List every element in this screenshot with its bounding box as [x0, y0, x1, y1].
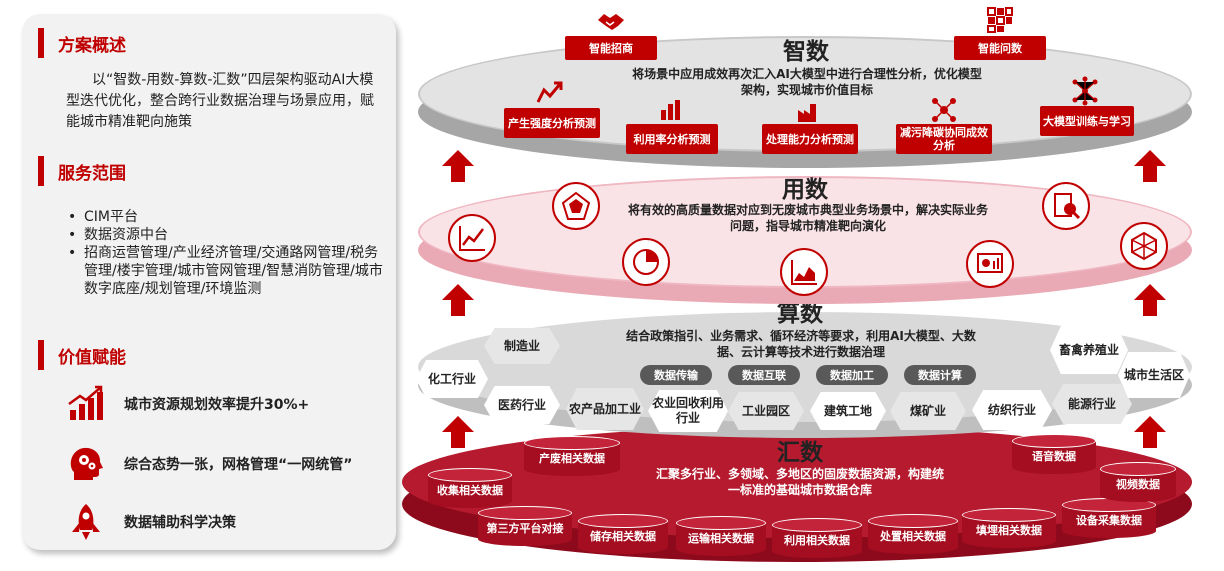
overview-text: 以“智数-用数-算数-汇数”四层架构驱动AI大模型迭代优化，整合跨行业数据治理与… — [66, 72, 374, 130]
pill-data-compute: 数据计算 — [904, 365, 976, 385]
document-search-icon — [1042, 182, 1090, 230]
grid-blocks-icon — [987, 7, 1013, 33]
value-row: 城市资源规划效率提升30%+ — [66, 384, 309, 424]
dashboard-icon — [966, 240, 1014, 288]
network-polygon-icon — [1120, 222, 1168, 270]
industry-hex: 制造业 — [484, 328, 560, 364]
value-row: 数据辅助科学决策 — [66, 502, 236, 542]
drum-label: 收集相关数据 — [437, 484, 503, 497]
drum-label: 处置相关数据 — [880, 530, 946, 543]
drum-label: 储存相关数据 — [590, 530, 656, 543]
pill-data-transfer: 数据传输 — [640, 365, 712, 385]
drum-data: 产废相关数据 — [524, 436, 620, 476]
drum-data: 利用相关数据 — [772, 518, 862, 558]
drum-data: 语音数据 — [1012, 434, 1096, 474]
up-arrow-icon — [442, 416, 474, 448]
scope-header: 服务范围 — [38, 156, 126, 186]
tag-capacity-forecast: 处理能力分析预测 — [762, 124, 858, 154]
drum-data: 收集相关数据 — [428, 468, 512, 508]
tag-model-training: 大模型训练与学习 — [1040, 106, 1134, 136]
yongshu-title: 用数 — [782, 177, 828, 203]
drum-label: 填埋相关数据 — [976, 524, 1042, 537]
industry-hex: 医药行业 — [484, 386, 560, 424]
left-info-panel: 方案概述 以“智数-用数-算数-汇数”四层架构驱动AI大模型迭代优化，整合跨行业… — [22, 14, 396, 550]
neural-network-icon — [1072, 76, 1098, 106]
drum-data: 填埋相关数据 — [962, 508, 1056, 548]
drum-data: 设备采集数据 — [1062, 498, 1156, 538]
up-arrow-icon — [1134, 284, 1166, 316]
handshake-icon — [598, 14, 624, 30]
drum-label: 运输相关数据 — [688, 532, 754, 545]
trend-line-icon — [448, 214, 496, 262]
tag-carbon-synergy: 减污降碳协同成效分析 — [896, 124, 992, 154]
huishu-desc: 汇聚多行业、多领域、多地区的固废数据资源，构建统一标准的基础城市数据仓库 — [655, 467, 944, 497]
section-marker — [38, 156, 44, 186]
drum-data: 储存相关数据 — [578, 514, 668, 554]
value-row: 综合态势一张，网格管理“一网统管” — [66, 444, 352, 484]
industry-hex: 纺织行业 — [972, 390, 1052, 430]
scope-list: CIM平台 数据资源中台 招商运营管理/产业经济管理/交通路网管理/税务管理/楼… — [66, 208, 386, 298]
up-arrow-icon — [442, 284, 474, 316]
growth-arrow-icon — [536, 81, 563, 103]
molecule-icon — [932, 98, 956, 122]
industry-hex: 能源行业 — [1052, 384, 1132, 424]
tag-utilization-forecast: 利用率分析预测 — [626, 124, 718, 154]
suanshu-title: 算数 — [777, 301, 823, 327]
up-arrow-icon — [1134, 150, 1166, 182]
yongshu-desc: 将有效的高质量数据对应到无废城市典型业务场景中，解决实际业务问题，指导城市精准靶… — [628, 203, 989, 233]
section-marker — [38, 340, 44, 370]
scope-item: 招商运营管理/产业经济管理/交通路网管理/税务管理/楼宇管理/城市管网管理/智慧… — [66, 244, 386, 298]
tag-smart-investment: 智能招商 — [565, 36, 657, 60]
suanshu-desc: 结合政策指引、业务需求、循环经济等要求，利用AI大模型、大数据、云计算等技术进行… — [626, 329, 976, 359]
drum-data: 处置相关数据 — [868, 514, 958, 554]
industry-hex: 农业回收利用行业 — [648, 390, 728, 432]
drum-label: 第三方平台对接 — [486, 522, 564, 535]
value-text: 城市资源规划效率提升30%+ — [124, 397, 310, 413]
overview-title: 方案概述 — [58, 35, 126, 56]
huishu-title: 汇数 — [777, 440, 823, 466]
factory-icon — [798, 104, 816, 122]
tag-smart-query: 智能问数 — [954, 36, 1046, 60]
up-arrow-icon — [1134, 416, 1166, 448]
drum-label: 视频数据 — [1116, 478, 1160, 491]
industry-hex: 农产品加工业 — [566, 388, 644, 430]
drum-data: 第三方平台对接 — [478, 506, 572, 546]
scope-item: CIM平台 — [66, 208, 386, 226]
bar-chart-growth-icon — [68, 385, 103, 420]
pill-data-interconnect: 数据互联 — [728, 365, 800, 385]
industry-hex: 工业园区 — [728, 392, 804, 430]
value-text: 综合态势一张，网格管理“一网统管” — [124, 457, 353, 473]
drum-label: 设备采集数据 — [1076, 514, 1142, 527]
industry-hex: 建筑工地 — [810, 392, 886, 430]
head-gears-icon — [70, 447, 103, 480]
industry-hex: 城市生活区 — [1118, 352, 1190, 398]
drum-data: 运输相关数据 — [676, 516, 766, 556]
drum-label: 产废相关数据 — [539, 452, 605, 465]
pill-data-processing: 数据加工 — [816, 365, 888, 385]
up-arrow-icon — [442, 150, 474, 182]
building-chart-icon — [661, 100, 680, 120]
section-marker — [38, 28, 44, 58]
area-chart-icon — [780, 248, 828, 296]
drum-label: 利用相关数据 — [784, 534, 850, 547]
industry-hex: 畜禽养殖业 — [1050, 326, 1128, 374]
tag-generation-forecast: 产生强度分析预测 — [504, 108, 600, 138]
overview-header: 方案概述 — [38, 28, 126, 58]
scope-item: 数据资源中台 — [66, 226, 386, 244]
pentagon-radar-icon — [552, 182, 600, 230]
drum-data: 视频数据 — [1100, 462, 1176, 502]
value-title: 价值赋能 — [58, 347, 126, 368]
industry-hex: 化工行业 — [416, 360, 488, 398]
pie-chart-icon — [622, 238, 670, 286]
value-header: 价值赋能 — [38, 340, 126, 370]
scope-title: 服务范围 — [58, 163, 126, 184]
zhishu-desc: 将场景中应用成效再次汇入AI大模型中进行合理性分析，优化模型架构，实现城市价值目… — [632, 67, 982, 97]
zhishu-title: 智数 — [783, 39, 829, 65]
industry-hex: 煤矿业 — [890, 392, 966, 430]
rocket-icon — [72, 504, 100, 540]
value-text: 数据辅助科学决策 — [124, 515, 236, 531]
drum-label: 语音数据 — [1032, 450, 1076, 463]
